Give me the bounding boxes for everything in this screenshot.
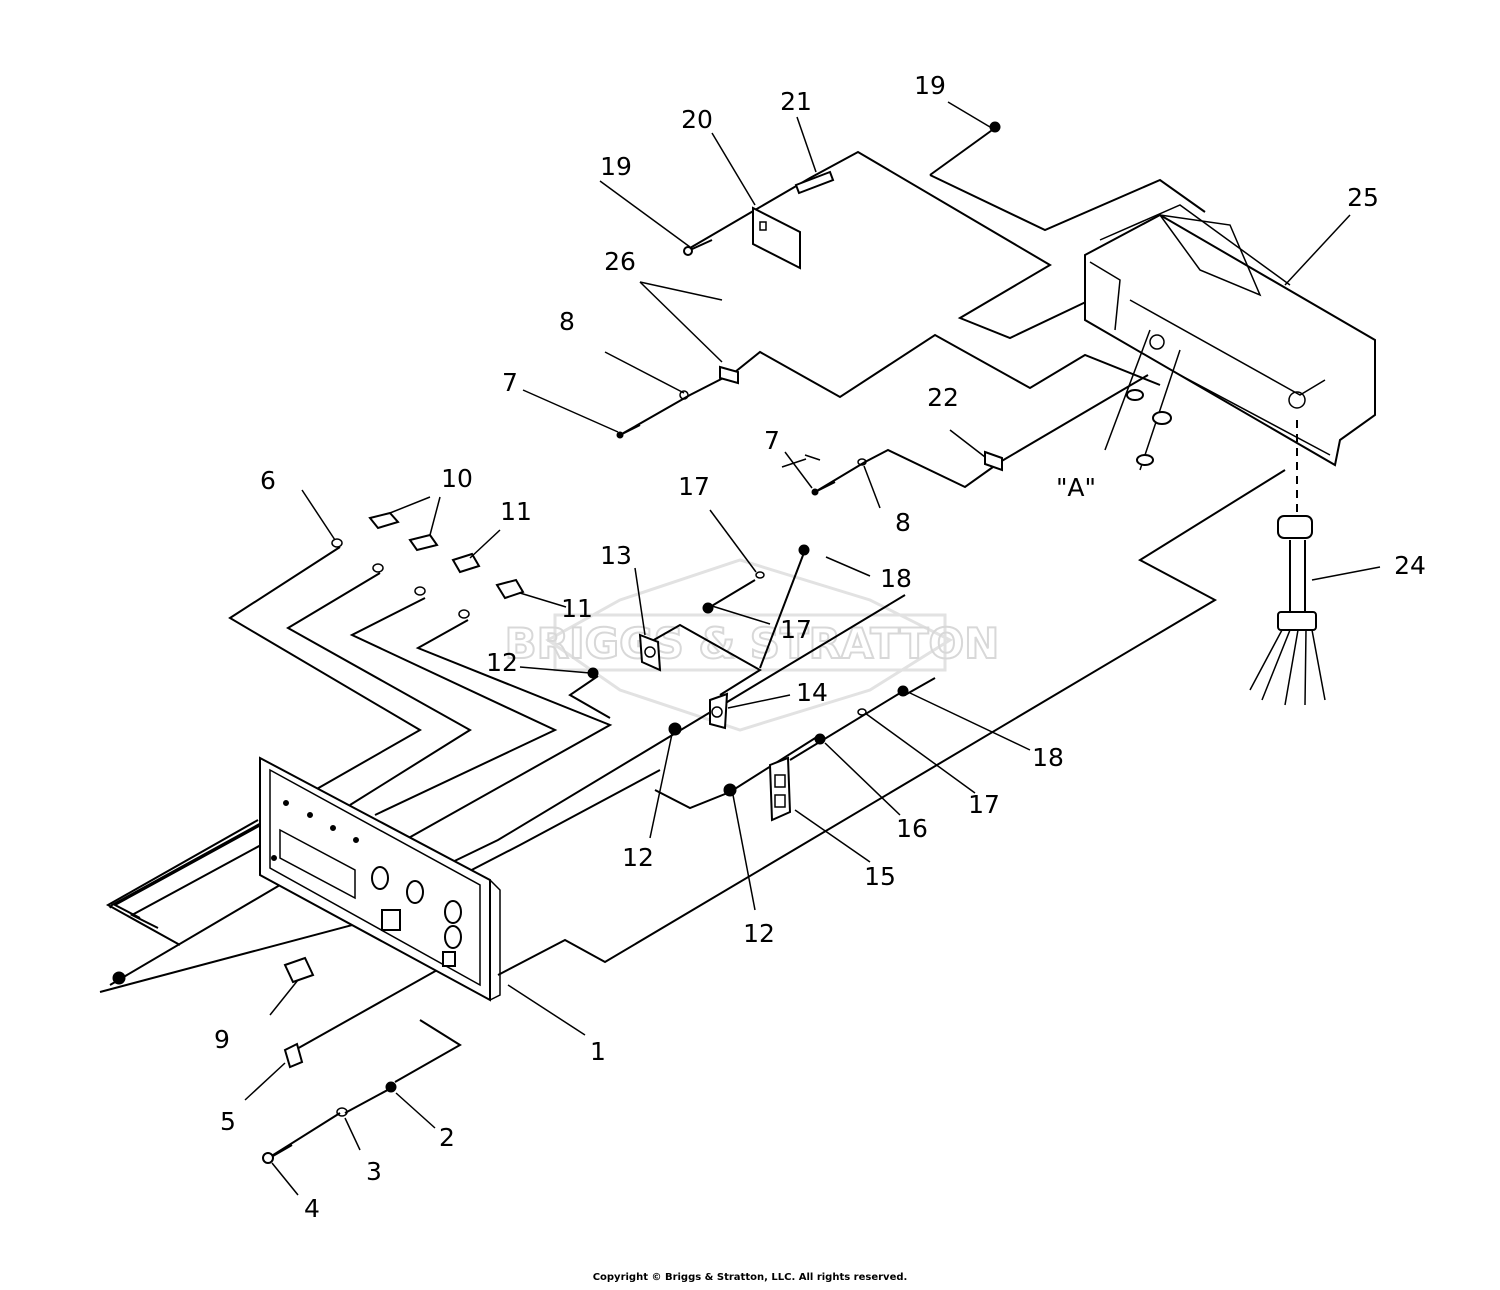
callout-18-lower: 18 bbox=[1032, 743, 1064, 772]
callout-2: 2 bbox=[439, 1123, 455, 1152]
callout-26: 26 bbox=[604, 247, 636, 276]
callout-6: 6 bbox=[260, 466, 276, 495]
callout-16: 16 bbox=[896, 814, 928, 843]
briggs-stratton-watermark: BRIGGS & STRATTON bbox=[504, 558, 1000, 732]
callout-13: 13 bbox=[600, 541, 632, 570]
callout-4: 4 bbox=[304, 1194, 320, 1223]
detail-a-label: "A" bbox=[1056, 473, 1096, 502]
callout-labels: 1 2 3 4 5 6 7 7 8 8 9 10 11 11 12 12 12 … bbox=[214, 71, 1426, 1223]
watermark-text: BRIGGS & STRATTON bbox=[505, 619, 1000, 668]
callout-17-right: 17 bbox=[968, 790, 1000, 819]
callout-20: 20 bbox=[681, 105, 713, 134]
callout-8-upper: 8 bbox=[559, 307, 575, 336]
assembly-leader-lines bbox=[99, 127, 1286, 1158]
callout-14: 14 bbox=[796, 678, 828, 707]
callout-22: 22 bbox=[927, 383, 959, 412]
callout-19-top: 19 bbox=[914, 71, 946, 100]
control-panel-housing bbox=[1084, 204, 1376, 520]
callout-pointers bbox=[244, 101, 1381, 1196]
callout-17-middle: 17 bbox=[780, 615, 812, 644]
callout-12-bottom: 12 bbox=[743, 919, 775, 948]
callout-10: 10 bbox=[441, 464, 473, 493]
hardware-parts bbox=[112, 121, 1003, 1164]
wire-harness bbox=[1249, 515, 1326, 706]
control-panel bbox=[259, 756, 501, 1002]
callout-17-top: 17 bbox=[678, 472, 710, 501]
callout-8-lower: 8 bbox=[895, 508, 911, 537]
callout-18-upper: 18 bbox=[880, 564, 912, 593]
callout-7-lower: 7 bbox=[764, 426, 780, 455]
callout-9: 9 bbox=[214, 1025, 230, 1054]
callout-11-upper: 11 bbox=[500, 497, 532, 526]
callout-1: 1 bbox=[590, 1037, 606, 1066]
copyright-notice: Copyright © Briggs & Stratton, LLC. All … bbox=[592, 1272, 908, 1283]
callout-24: 24 bbox=[1394, 551, 1426, 580]
callout-7-upper: 7 bbox=[502, 368, 518, 397]
callout-12-middle: 12 bbox=[622, 843, 654, 872]
callout-11-lower: 11 bbox=[561, 594, 593, 623]
callout-19-left: 19 bbox=[600, 152, 632, 181]
callout-12-left: 12 bbox=[486, 648, 518, 677]
callout-5: 5 bbox=[220, 1107, 236, 1136]
callout-21: 21 bbox=[780, 87, 812, 116]
callout-3: 3 bbox=[366, 1157, 382, 1186]
callout-15: 15 bbox=[864, 862, 896, 891]
callout-25: 25 bbox=[1347, 183, 1379, 212]
